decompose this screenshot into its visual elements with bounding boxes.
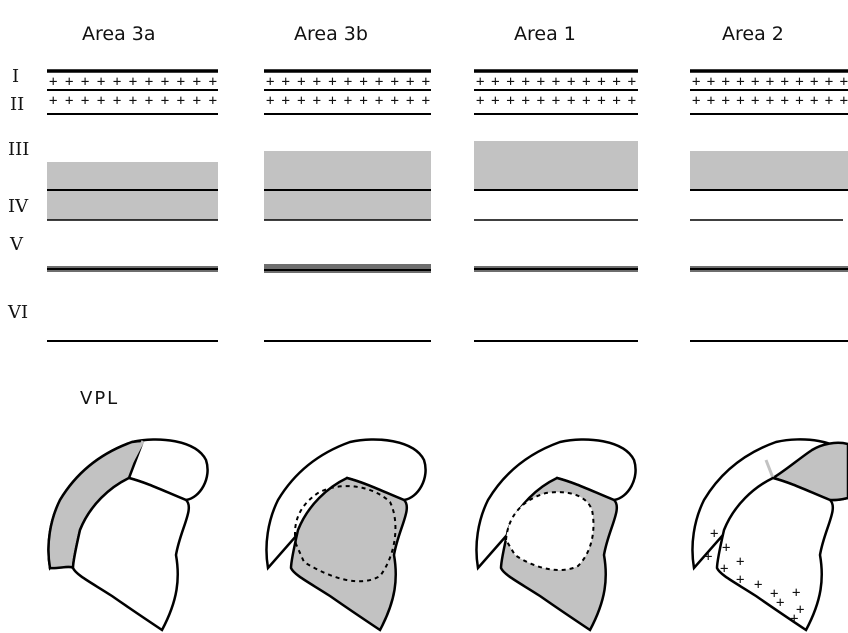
plus-mark: + — [736, 572, 744, 588]
plus-row: + + + + + + + + + + + — [49, 74, 217, 90]
column-area-2: + + + + + + + + + + + + + + + + + + + + … — [690, 71, 848, 341]
plus-row: + + + + + + + + + + + — [266, 74, 430, 90]
vpl-nucleus-area-3b — [266, 439, 425, 630]
plus-row: + + + + + + + + + + + — [49, 93, 217, 109]
plus-row: + + + + + + + + + + + — [692, 74, 848, 90]
column-area-3b: + + + + + + + + + + + + + + + + + + + + … — [264, 71, 431, 341]
layer-labels: I II III IV V VI — [7, 66, 29, 323]
vpl-nucleus-area-1 — [476, 439, 635, 630]
vpl-nucleus-area-2: + + + + + + + + + + + + — [692, 439, 848, 630]
title-area-1: Area 1 — [514, 23, 576, 45]
layer-v-band — [264, 264, 431, 273]
plus-mark: + — [704, 549, 712, 565]
plus-mark: + — [722, 540, 730, 556]
plus-mark: + — [790, 611, 798, 627]
area-titles: Area 3a Area 3b Area 1 Area 2 — [82, 23, 784, 45]
title-area-2: Area 2 — [722, 23, 784, 45]
plus-row: + + + + + + + + + + + — [692, 93, 848, 109]
layer-label-vi: VI — [7, 302, 28, 323]
layer-label-iv: IV — [8, 196, 29, 217]
plus-mark: + — [776, 595, 784, 611]
plus-mark: + — [754, 577, 762, 593]
plus-row: + + + + + + + + + + + — [476, 93, 636, 109]
layer-label-v: V — [9, 234, 24, 255]
column-area-3a: + + + + + + + + + + + + + + + + + + + + … — [47, 71, 218, 341]
plus-mark: + — [720, 561, 728, 577]
title-area-3a: Area 3a — [82, 23, 156, 45]
vpl-nucleus-area-3a — [48, 439, 207, 630]
layer-label-iii: III — [8, 139, 29, 160]
layer-label-ii: II — [10, 94, 24, 115]
column-area-1: + + + + + + + + + + + + + + + + + + + + … — [474, 71, 638, 341]
plus-row: + + + + + + + + + + + — [476, 74, 636, 90]
shaded-band — [474, 141, 638, 190]
layer-label-i: I — [12, 66, 19, 87]
plus-mark: + — [710, 526, 718, 542]
plus-mark: + — [736, 554, 744, 570]
shaded-band — [264, 151, 431, 220]
plus-mark: + — [792, 585, 800, 601]
title-area-3b: Area 3b — [294, 23, 368, 45]
shaded-band — [690, 151, 848, 190]
vpl-label: VPL — [80, 388, 119, 409]
plus-row: + + + + + + + + + + + — [266, 93, 430, 109]
